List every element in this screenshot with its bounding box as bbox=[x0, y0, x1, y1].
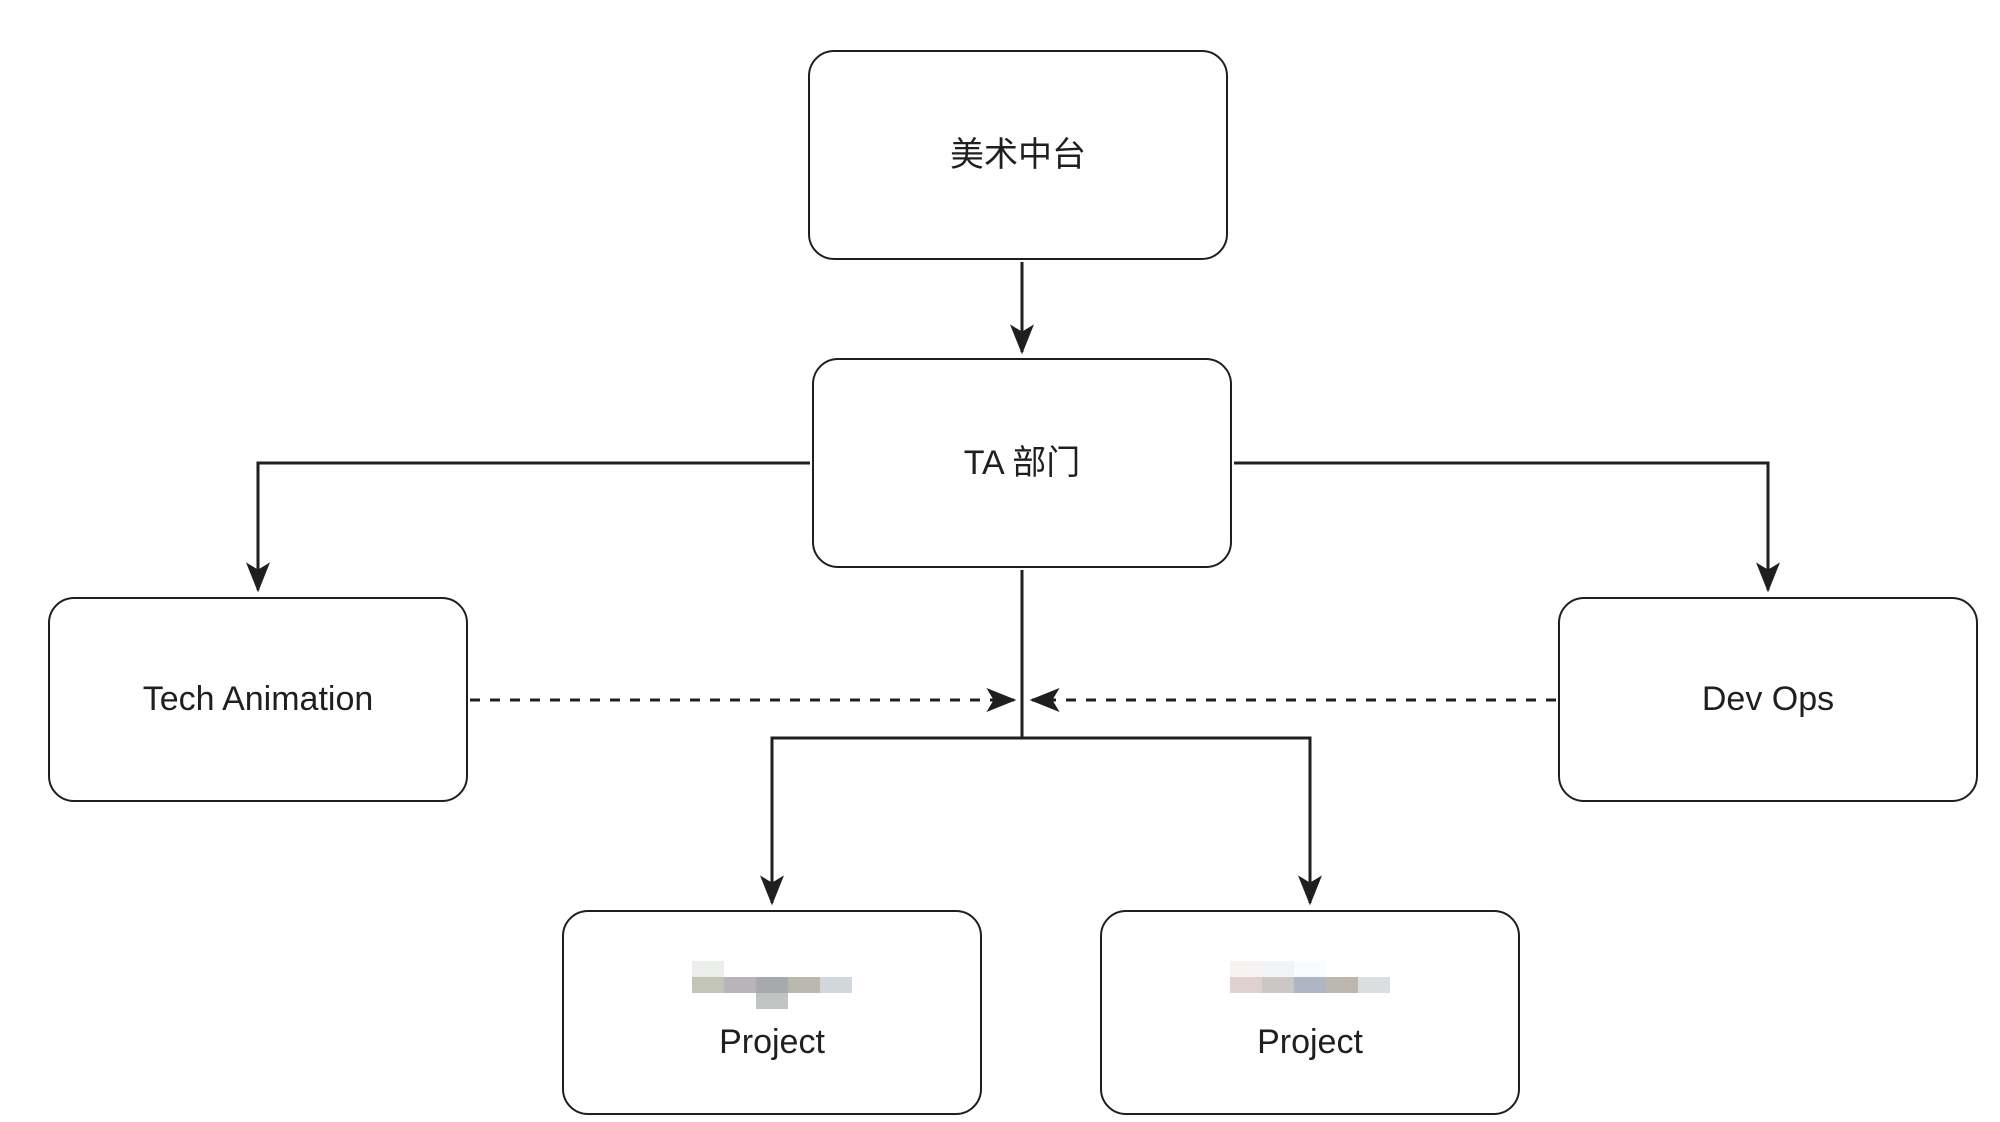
node-label-art-middle-platform: 美术中台 bbox=[950, 135, 1086, 174]
node-dev-ops[interactable]: Dev Ops bbox=[1558, 597, 1978, 802]
edge-ta-to-project-right bbox=[1022, 736, 1322, 906]
node-tech-animation[interactable]: Tech Animation bbox=[48, 597, 468, 802]
node-ta-department[interactable]: TA 部门 bbox=[812, 358, 1232, 568]
edge-ta-to-project-left bbox=[760, 736, 1022, 906]
node-project-left[interactable]: Project bbox=[562, 910, 982, 1115]
node-project-right[interactable]: Project bbox=[1100, 910, 1520, 1115]
node-label-project-right: Project bbox=[1257, 1023, 1363, 1062]
node-art-middle-platform[interactable]: 美术中台 bbox=[808, 50, 1228, 260]
node-label-tech-animation: Tech Animation bbox=[142, 680, 374, 719]
redacted-label-project-left bbox=[692, 961, 852, 1010]
edge-ta-to-dev-ops bbox=[1234, 461, 1780, 593]
node-label-project-left: Project bbox=[719, 1023, 825, 1062]
node-label-ta-department: TA 部门 bbox=[963, 443, 1081, 482]
node-label-dev-ops: Dev Ops bbox=[1701, 680, 1835, 719]
edge-ta-to-tech-animation bbox=[246, 461, 810, 593]
redacted-label-project-right bbox=[1230, 961, 1390, 1010]
